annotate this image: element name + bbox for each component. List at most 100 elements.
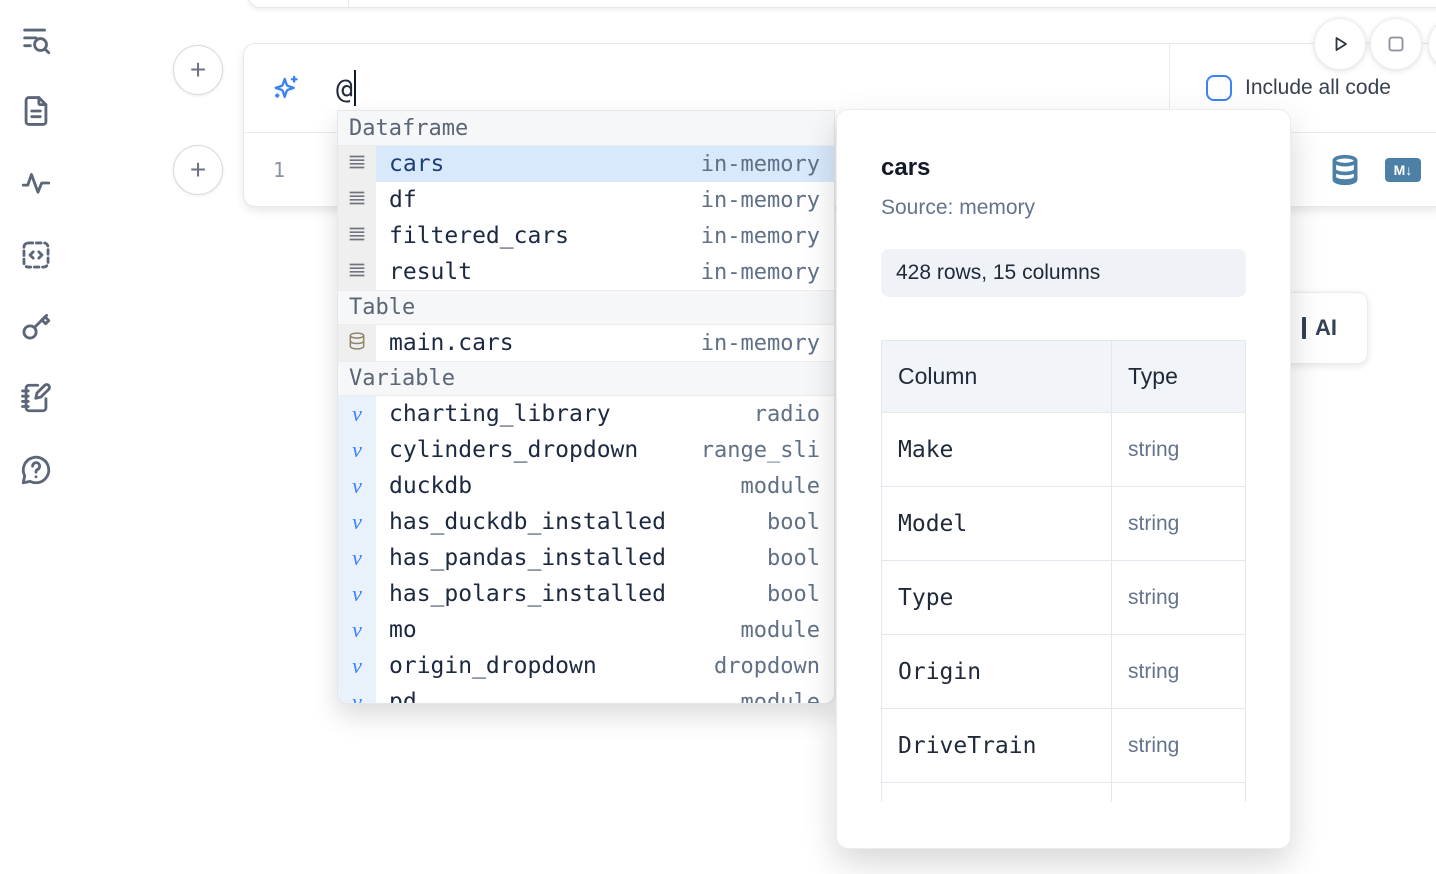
ai-prompt-input[interactable]: @ (336, 44, 1169, 132)
item-name: has_polars_installed (389, 581, 666, 607)
item-type: module (740, 617, 820, 643)
schema-column-type: string (1128, 733, 1180, 757)
schema-row: Type string (882, 561, 1245, 635)
item-type: in-memory (700, 259, 820, 285)
add-cell-below-button[interactable]: + (173, 145, 223, 195)
sidebar (0, 0, 72, 874)
add-cell-above-button[interactable]: + (173, 45, 223, 95)
item-name: has_pandas_installed (389, 545, 666, 571)
autocomplete-item[interactable]: v cylinders_dropdown range_sli (338, 432, 834, 468)
preview-schema-table: Column Type Make string Model string Typ… (881, 340, 1246, 802)
autocomplete-item[interactable]: v pd module (338, 684, 834, 704)
autocomplete-item[interactable]: v charting_library radio (338, 396, 834, 432)
item-name: duckdb (389, 473, 473, 499)
dataframe-preview-popover: cars Source: memory 428 rows, 15 columns… (836, 109, 1291, 849)
variable-icon: v (352, 581, 362, 606)
preview-title: cars (881, 154, 931, 181)
schema-row: Model string (882, 487, 1245, 561)
database-icon[interactable] (1329, 154, 1361, 186)
autocomplete-item[interactable]: cars in-memory (338, 146, 834, 182)
help-bubble-icon[interactable] (19, 453, 53, 487)
autocomplete-section-header: Table (338, 290, 834, 325)
autocomplete-item[interactable]: v origin_dropdown dropdown (338, 648, 834, 684)
variable-icon: v (352, 401, 362, 426)
autocomplete-item[interactable]: df in-memory (338, 182, 834, 218)
markdown-icon[interactable]: M↓ (1385, 157, 1421, 182)
variable-icon: v (352, 509, 362, 534)
autocomplete-section-header: Variable (338, 361, 834, 396)
include-all-code-group: Include all code (1169, 44, 1436, 132)
schema-column-type: string (1128, 437, 1180, 461)
sparkles-icon (272, 74, 300, 102)
dataframe-rows-icon (346, 187, 368, 214)
dataframe-rows-icon (346, 259, 368, 286)
code-square-icon[interactable] (19, 238, 53, 272)
variable-icon: v (352, 653, 362, 678)
schema-column-name: Make (882, 413, 1112, 486)
item-name: origin_dropdown (389, 653, 597, 679)
preview-source: Source: memory (881, 196, 1036, 219)
preview-shape-badge: 428 rows, 15 columns (881, 249, 1246, 297)
item-name: cylinders_dropdown (389, 437, 639, 463)
line-number: 1 (273, 157, 286, 182)
item-type: in-memory (700, 151, 820, 177)
variable-icon: v (352, 617, 362, 642)
item-type: dropdown (714, 653, 820, 679)
run-cell-button[interactable] (1314, 18, 1366, 70)
autocomplete-item[interactable]: v has_pandas_installed bool (338, 540, 834, 576)
autocomplete-item[interactable]: v mo module (338, 612, 834, 648)
schema-column-name: Model (882, 487, 1112, 560)
ai-button-label: AI (1315, 315, 1337, 340)
dataframe-rows-icon (346, 151, 368, 178)
schema-column-name: Type (882, 561, 1112, 634)
schema-column-type: string (1128, 585, 1180, 609)
key-icon[interactable] (19, 309, 53, 343)
variable-icon: v (352, 689, 362, 704)
schema-row: Make string (882, 413, 1245, 487)
variable-icon: v (352, 437, 362, 462)
activity-icon[interactable] (19, 166, 53, 200)
schema-row-partial (882, 783, 1245, 802)
item-type: module (740, 689, 820, 704)
item-name: result (389, 259, 473, 285)
item-type: module (740, 473, 820, 499)
prompt-text: @ (336, 71, 353, 105)
item-type: in-memory (700, 223, 820, 249)
previous-cell-divider (348, 0, 349, 7)
toc-search-icon[interactable] (19, 23, 53, 57)
schema-header-row: Column Type (882, 341, 1245, 413)
item-type: in-memory (700, 187, 820, 213)
item-name: pd (389, 689, 417, 704)
item-type: bool (767, 581, 820, 607)
ai-button-icon (1302, 317, 1306, 339)
column-header: Column (882, 341, 1112, 412)
text-cursor (353, 70, 356, 106)
item-type: range_sli (700, 437, 820, 463)
dataframe-rows-icon (346, 223, 368, 250)
item-name: has_duckdb_installed (389, 509, 666, 535)
include-all-code-checkbox[interactable] (1206, 75, 1232, 101)
autocomplete-item[interactable]: v has_duckdb_installed bool (338, 504, 834, 540)
code-editor-row[interactable]: 1 M↓ (244, 133, 1436, 206)
stop-cell-button[interactable] (1370, 18, 1422, 70)
file-icon[interactable] (19, 94, 53, 128)
item-name: main.cars (389, 330, 514, 356)
autocomplete-item[interactable]: main.cars in-memory (338, 325, 834, 361)
item-name: charting_library (389, 401, 611, 427)
autocomplete-item[interactable]: filtered_cars in-memory (338, 218, 834, 254)
schema-column-name: Origin (882, 635, 1112, 708)
autocomplete-item[interactable]: result in-memory (338, 254, 834, 290)
type-header: Type (1128, 363, 1178, 389)
autocomplete-item[interactable]: v duckdb module (338, 468, 834, 504)
schema-column-name: DriveTrain (882, 709, 1112, 782)
item-name: cars (389, 151, 445, 177)
schema-column-type: string (1128, 511, 1180, 535)
schema-column-type: string (1128, 659, 1180, 683)
schema-row: Origin string (882, 635, 1245, 709)
notebook-pen-icon[interactable] (19, 381, 53, 415)
item-name: mo (389, 617, 417, 643)
item-type: bool (767, 509, 820, 535)
item-type: bool (767, 545, 820, 571)
autocomplete-item[interactable]: v has_polars_installed bool (338, 576, 834, 612)
autocomplete-section-header: Dataframe (338, 111, 834, 146)
